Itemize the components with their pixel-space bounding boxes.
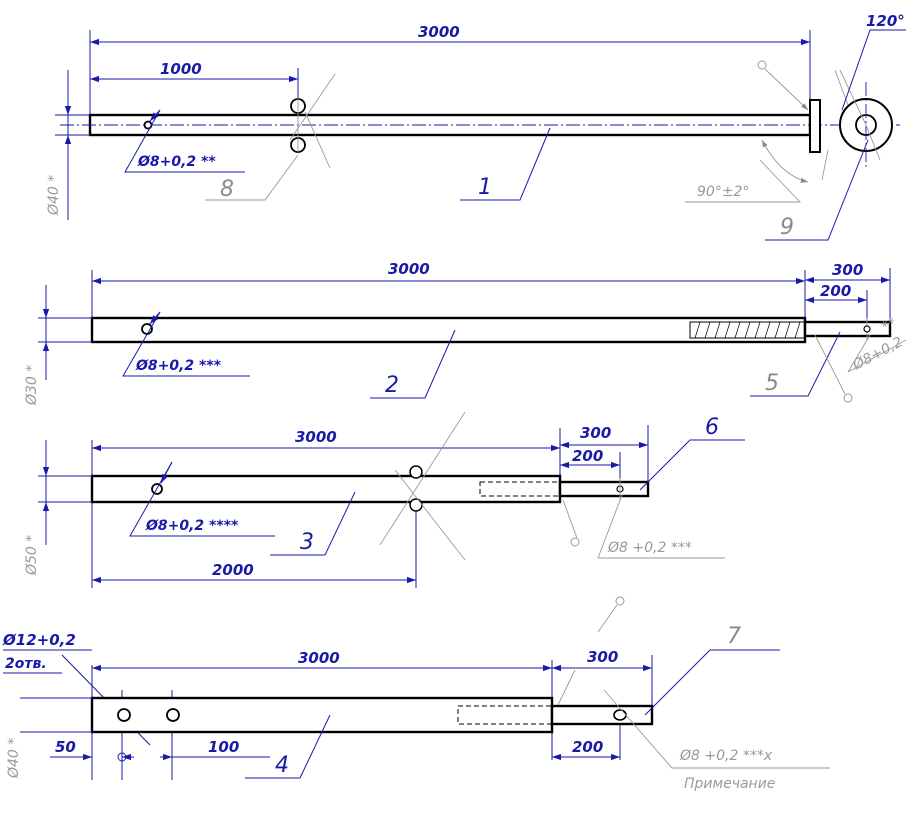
pos-6: 6 xyxy=(705,415,719,440)
dim-50-p4: 50 xyxy=(55,738,76,756)
tip-hole-p4 xyxy=(613,709,627,721)
pos-4: 4 xyxy=(275,753,289,778)
dim-300-p2: 300 xyxy=(832,261,863,279)
pin-p3-bottom xyxy=(409,498,423,512)
dim-100-p4: 100 xyxy=(208,738,239,756)
tip-6 xyxy=(558,480,650,498)
dim-200-p4: 200 xyxy=(572,738,603,756)
pos-2: 2 xyxy=(385,373,399,398)
dim-300-p3: 300 xyxy=(580,424,611,442)
hole-p4-b xyxy=(166,708,180,722)
pos-8: 8 xyxy=(220,177,234,202)
pos-7: 7 xyxy=(727,624,741,649)
pos-1: 1 xyxy=(478,175,492,200)
tip-hole-note-p3: Ø8 +0,2 *** xyxy=(607,540,692,556)
hidden-tip-p3 xyxy=(479,481,561,497)
dia-label-p2: Ø30 * xyxy=(24,365,40,406)
dim-3000-p3: 3000 xyxy=(295,428,337,446)
dim-300-p4: 300 xyxy=(587,648,618,666)
dim-2000-p3: 2000 xyxy=(212,561,254,579)
dim-3000-p4: 3000 xyxy=(298,649,340,667)
end-plate-p1 xyxy=(809,99,821,153)
tip-hole-note-p2: Ø8+0,2 xyxy=(849,334,905,374)
tip-hole-stars-p2: ** xyxy=(879,315,899,336)
pos-5: 5 xyxy=(765,371,779,396)
hole-p4-a xyxy=(117,708,131,722)
dia-label-p4: Ø40 * xyxy=(6,738,22,779)
dim-1000-p1: 1000 xyxy=(160,60,202,78)
tip-hole-note-p4: Ø8 +0,2 ***x xyxy=(679,748,773,764)
tip-7 xyxy=(550,704,654,726)
rod-2 xyxy=(90,316,807,344)
hole-note-p1: Ø8+0,2 ** xyxy=(137,154,216,170)
tip-hole-p2 xyxy=(863,325,871,333)
dia-label-p1: Ø40 * xyxy=(46,175,62,216)
angle-120: 120° xyxy=(866,12,905,30)
hole-count-p4: 2отв. xyxy=(5,656,47,672)
dim-3000-p2: 3000 xyxy=(388,260,430,278)
hole-note-p3: Ø8+0,2 **** xyxy=(145,518,239,534)
rod-4 xyxy=(90,696,554,734)
part-2: 3000 300 200 Ø30 * xyxy=(24,260,906,406)
dia-label-p3: Ø50 * xyxy=(24,535,40,576)
pin-p3-top xyxy=(409,465,423,479)
pos-3: 3 xyxy=(300,530,314,555)
part-4: Ø12+0,2 2отв. 3000 300 50 100 xyxy=(2,596,830,792)
angle-90: 90°±2° xyxy=(697,184,749,200)
pos-9: 9 xyxy=(780,215,794,240)
part-1: 3000 1000 Ø40 * Ø8+0,2 ** xyxy=(46,12,906,241)
dim-200-p2: 200 xyxy=(820,282,851,300)
hole-note-p4: Ø12+0,2 xyxy=(2,631,76,649)
dim-200-p3: 200 xyxy=(572,447,603,465)
part-3: 3000 300 200 2000 Ø50 * Ø8+0,2 **** xyxy=(24,411,745,588)
remark-p4: Примечание xyxy=(684,776,775,792)
hole-note-p2: Ø8+0,2 *** xyxy=(135,358,222,374)
dim-3000-p1: 3000 xyxy=(418,23,460,41)
tip-5 xyxy=(803,320,892,338)
